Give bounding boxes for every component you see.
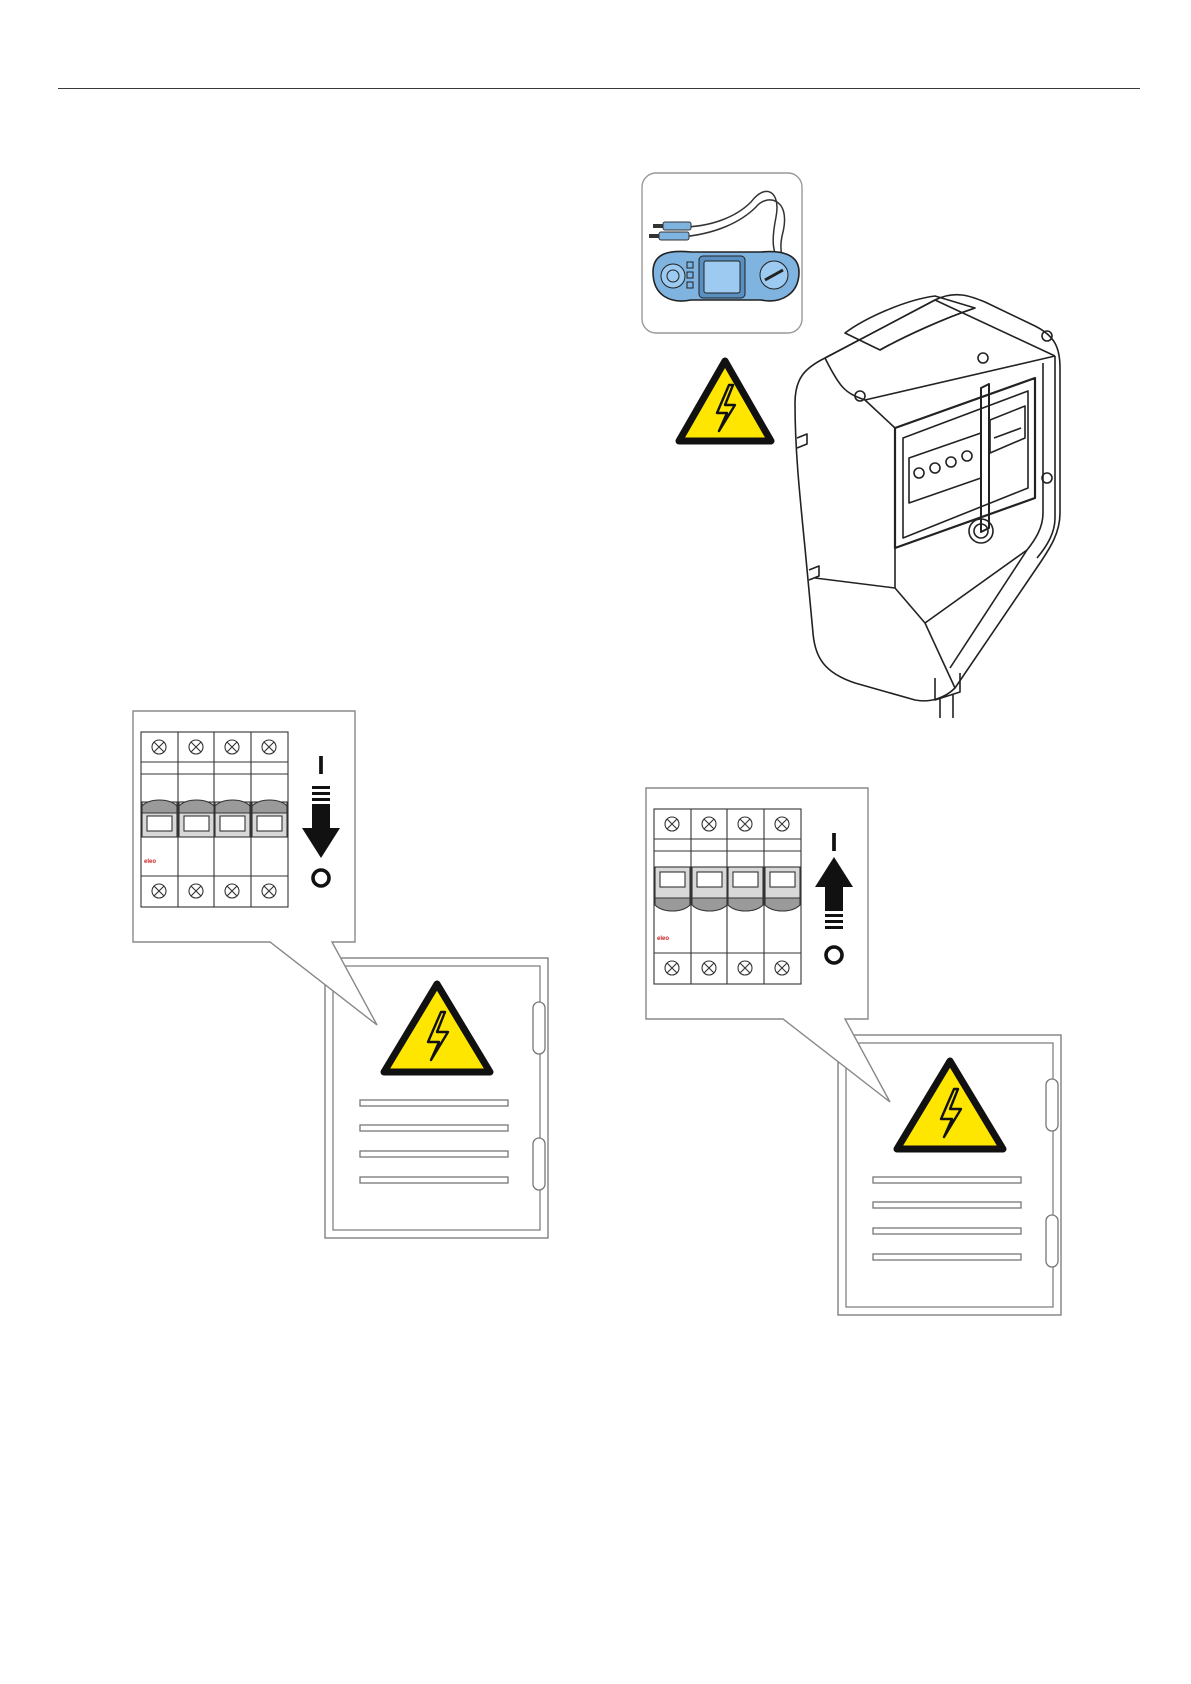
switch-on-label: I [317,750,324,780]
header-rule [58,88,1140,89]
callout-switch-on: eleo I O [645,787,1075,1317]
wallbox-charger-icon [795,295,1060,718]
breaker-switch-on [654,809,801,984]
breaker-brand-label: eleo [144,859,156,865]
callout-switch-off: eleo I O [132,710,562,1240]
wallbox-drawing [785,288,1075,718]
switch-on-label: I [830,827,837,857]
high-voltage-warning [675,357,775,447]
breaker-brand-label: eleo [657,936,669,942]
breaker-switch-off [141,732,288,907]
high-voltage-icon [679,361,771,441]
multimeter-panel [641,172,803,334]
